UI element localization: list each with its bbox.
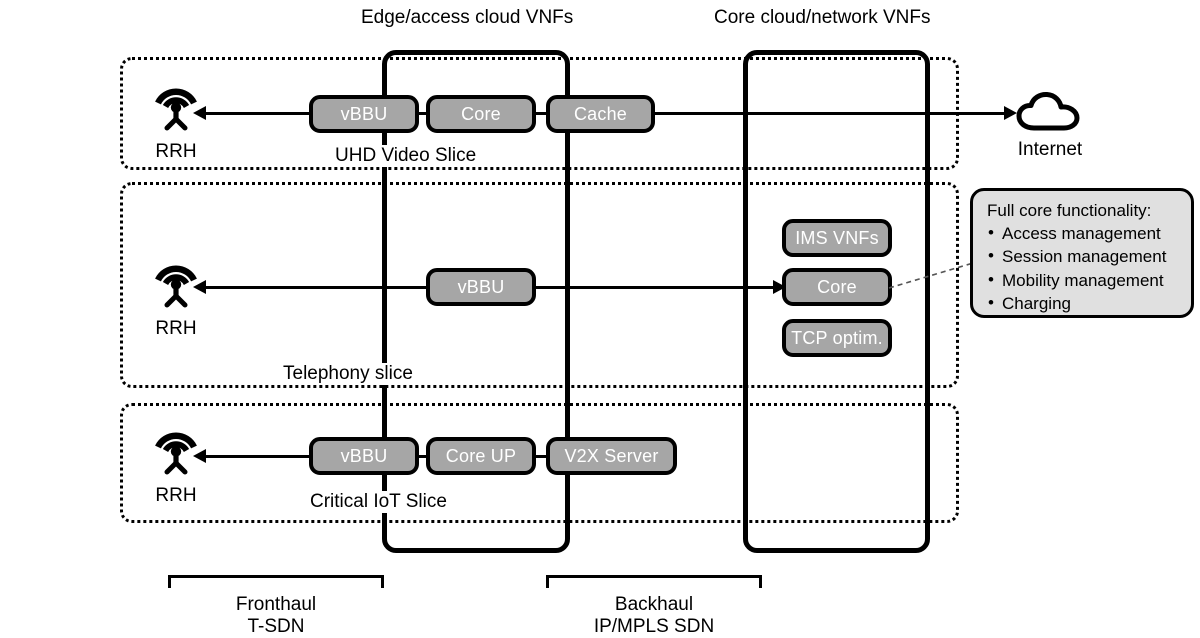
arrow-to-rrh-uhd: [193, 106, 206, 120]
vnf-vbbu-iot[interactable]: vBBU: [309, 437, 419, 475]
fronthaul-title: Fronthaul: [235, 594, 317, 615]
slice-container-critical-iot: [120, 403, 959, 523]
arrow-to-rrh-telephony: [193, 280, 206, 294]
core-functionality-callout: Full core functionality: Access manageme…: [970, 188, 1194, 318]
callout-title: Full core functionality:: [987, 201, 1152, 220]
vnf-vbbu-uhd[interactable]: vBBU: [309, 95, 419, 133]
callout-list: Access management Session management Mob…: [987, 221, 1179, 316]
link-vbbu-to-core-telephony: [534, 286, 784, 289]
slice-container-telephony: [120, 182, 959, 388]
callout-item: Mobility management: [987, 268, 1179, 292]
edge-cloud-column-caption: Edge/access cloud VNFs: [361, 7, 574, 28]
rrh-label: RRH: [155, 485, 197, 506]
rrh-endpoint-uhd-video: RRH: [131, 78, 221, 163]
rrh-label: RRH: [155, 318, 197, 339]
fronthaul-bracket: [168, 575, 384, 588]
callout-item: Charging: [987, 291, 1179, 315]
internet-label: Internet: [1017, 139, 1083, 160]
link-rrh-to-vbbu-iot: [205, 455, 315, 458]
backhaul-title: Backhaul: [614, 594, 694, 615]
slice-label-critical-iot: Critical IoT Slice: [308, 491, 449, 513]
rrh-endpoint-telephony: RRH: [131, 255, 221, 340]
cloud-icon: [1016, 91, 1080, 131]
vnf-core[interactable]: Core: [782, 268, 892, 306]
link-rrh-to-vbbu-uhd: [205, 112, 315, 115]
callout-item: Session management: [987, 244, 1179, 268]
link-rrh-to-vbbu-telephony: [205, 286, 431, 289]
internet-endpoint: Internet: [985, 90, 1115, 161]
backhaul-sub: IP/MPLS SDN: [593, 615, 715, 637]
slice-label-telephony: Telephony slice: [281, 363, 415, 385]
link-core-cache-uhd: [534, 112, 548, 115]
link-coreup-v2x-iot: [534, 455, 548, 458]
arrow-to-internet: [1004, 106, 1017, 120]
rrh-label: RRH: [155, 141, 197, 162]
vnf-v2x-server-iot[interactable]: V2X Server: [546, 437, 677, 475]
vnf-core-up-iot[interactable]: Core UP: [426, 437, 536, 475]
backhaul-bracket: [546, 575, 762, 588]
antenna-tower-icon: [155, 265, 197, 308]
callout-item: Access management: [987, 221, 1179, 245]
fronthaul-sub: T-SDN: [247, 615, 305, 637]
vnf-vbbu-telephony[interactable]: vBBU: [426, 268, 536, 306]
link-vbbu-coreup-iot: [417, 455, 429, 458]
rrh-endpoint-critical-iot: RRH: [131, 422, 221, 507]
antenna-tower-icon: [155, 88, 197, 131]
link-cache-to-internet: [653, 112, 1007, 115]
arrow-to-rrh-iot: [193, 449, 206, 463]
vnf-cache-uhd[interactable]: Cache: [546, 95, 655, 133]
vnf-core-uhd[interactable]: Core: [426, 95, 536, 133]
link-vbbu-core-uhd: [417, 112, 429, 115]
backhaul-label: Backhaul IP/MPLS SDN: [546, 594, 762, 638]
core-cloud-column-caption: Core cloud/network VNFs: [714, 7, 931, 28]
core-cloud-column: [743, 50, 930, 553]
slice-label-uhd-video: UHD Video Slice: [333, 145, 479, 167]
vnf-ims[interactable]: IMS VNFs: [782, 219, 892, 257]
vnf-tcp-optim[interactable]: TCP optim.: [782, 319, 892, 357]
edge-cloud-column: [382, 50, 570, 553]
antenna-tower-icon: [155, 432, 197, 475]
fronthaul-label: Fronthaul T-SDN: [168, 594, 384, 638]
